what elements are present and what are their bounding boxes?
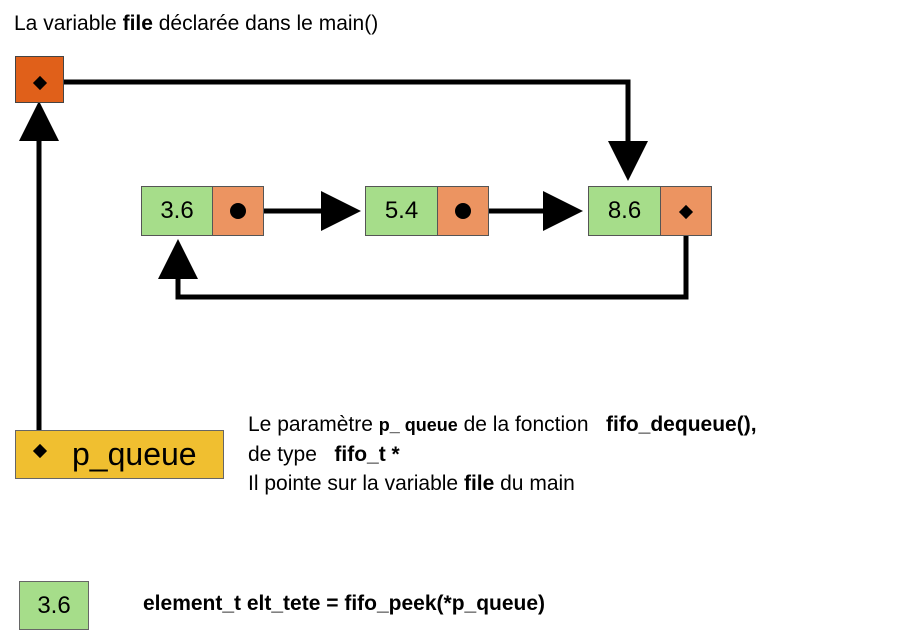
file-variable-box xyxy=(15,56,64,103)
page-title: La variable file déclarée dans le main() xyxy=(14,12,379,35)
node-2-pointer xyxy=(437,186,489,236)
result-value-box: 3.6 xyxy=(19,581,89,630)
node-1-pointer xyxy=(212,186,264,236)
arrow-tail-to-head xyxy=(158,216,689,300)
node-1-value: 3.6 xyxy=(141,186,213,236)
p-queue-box: p_queue xyxy=(15,430,224,479)
code-statement: element_t elt_tete = fifo_peek(*p_queue) xyxy=(143,592,546,615)
description-line-3: Il pointe sur la variable file du main xyxy=(248,472,575,495)
description-line-2: de type fifo_t * xyxy=(248,443,400,466)
pointer-diamond-icon xyxy=(678,204,694,220)
arrow-file-to-tail xyxy=(39,79,648,181)
description-line-1: Le paramètre p_ queue de la fonction fif… xyxy=(248,413,757,436)
node-2-value: 5.4 xyxy=(365,186,438,236)
pointer-diamond-icon xyxy=(32,443,48,459)
node-3-pointer xyxy=(660,186,712,236)
parameter-description: Le paramètre p_ queue de la fonction fif… xyxy=(248,410,757,498)
node-3-value: 8.6 xyxy=(588,186,661,236)
pointer-dot-icon xyxy=(230,203,246,219)
pointer-diamond-icon xyxy=(32,75,48,91)
pointer-dot-icon xyxy=(455,203,471,219)
